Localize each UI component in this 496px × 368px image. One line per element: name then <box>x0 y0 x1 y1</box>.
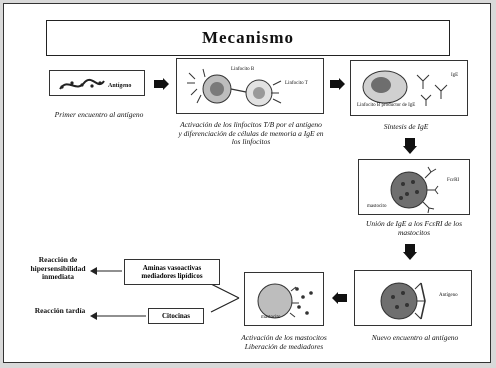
figure-frame: Mecanismo Antígeno Primer encuentro al a… <box>3 3 491 363</box>
activation-panel: Linfocito B Linfocito T <box>176 58 324 114</box>
b-cell-tag: Linfocito B <box>231 67 255 72</box>
late-reaction-label: Reacción tardía <box>34 306 86 315</box>
t-cell-tag: Linfocito T <box>285 81 308 86</box>
cytokines-label: Citocinas <box>162 312 190 320</box>
antigen-caption: Primer encuentro al antígeno <box>54 110 144 119</box>
b-t-cell-illustration <box>187 68 282 107</box>
plasma-cell-tag: Linfocito B productor de IgE <box>357 103 416 108</box>
ige-tag: IgE <box>451 73 459 78</box>
arrow-left-icon <box>90 312 146 320</box>
ige-binding-panel: mastocito FcεRI <box>358 159 470 215</box>
arrow-right-icon <box>154 78 169 90</box>
degranulation-panel: mastocito <box>244 272 324 326</box>
arrow-right-icon <box>330 78 345 90</box>
arrow-left-icon <box>332 292 347 304</box>
reexposure-panel: Antígeno <box>354 270 472 326</box>
arrow-down-icon <box>403 138 417 154</box>
degranulation-caption: Activación de los mastocitos Liberación … <box>241 333 327 351</box>
activated-mast-cell-tag: mastocito <box>261 315 281 320</box>
reexposure-caption: Nuevo encuentro al antígeno <box>371 333 459 342</box>
antigen-label: Antígeno <box>108 83 132 89</box>
amines-box: Aminas vasoactivas mediadores lipídicos <box>124 259 220 285</box>
arrow-down-icon <box>403 244 417 260</box>
binding-caption: Unión de IgE a los FcεRI de los mastocit… <box>365 219 463 237</box>
immediate-reaction-label: Reacción de hipersensibilidad inmediata <box>30 255 86 282</box>
activation-caption: Activación de los linfocitos T/B por el … <box>178 120 324 147</box>
antigen-panel: Antígeno <box>49 70 145 96</box>
mast-cell-tag: mastocito <box>367 204 387 209</box>
diagram-title: Mecanismo <box>46 20 450 56</box>
antigen-tag: Antígeno <box>439 293 458 298</box>
degranulating-mast-cell-illustration <box>257 283 313 319</box>
receptor-tag: FcεRI <box>447 178 460 183</box>
plasma-cell-illustration <box>362 70 448 106</box>
antigen-crosslink-illustration <box>380 282 426 320</box>
branch-bracket <box>210 283 240 313</box>
antigen-chain-icon <box>59 78 105 90</box>
ige-production-panel: Linfocito B productor de IgE IgE <box>350 60 468 116</box>
mast-cell-binding-illustration <box>390 166 439 214</box>
production-caption: Síntesis de IgE <box>383 122 429 131</box>
cytokines-box: Citocinas <box>148 308 204 324</box>
arrow-left-icon <box>90 267 122 275</box>
amines-label: Aminas vasoactivas mediadores lipídicos <box>141 263 203 280</box>
